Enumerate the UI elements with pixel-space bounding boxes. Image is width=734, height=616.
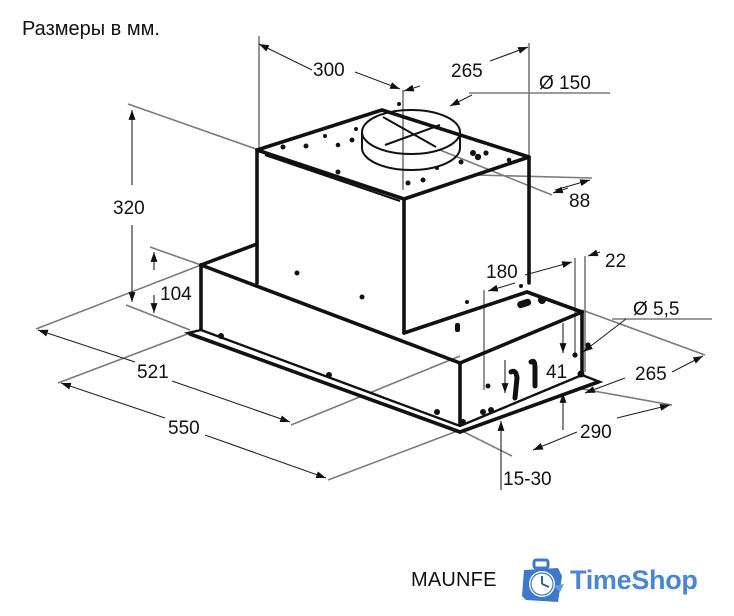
dim-outer-depth: 290 [580,422,612,443]
dim-duct-offset: 88 [569,191,590,212]
dim-inner-width: 521 [137,362,169,383]
dim-outer-width: 550 [168,418,200,439]
page-title: Размеры в мм. [22,18,160,40]
dim-edge-offset: 22 [605,251,626,272]
dim-total-height: 320 [113,198,145,219]
dim-duct-diameter: Ø 150 [539,73,591,94]
dim-top-depth: 265 [451,61,483,82]
shop-name: TimeShop [570,564,698,595]
dim-inner-depth: 265 [635,364,667,385]
dim-hole-height: 41 [546,362,567,383]
dim-panel-range: 15-30 [503,469,552,490]
dim-top-width: 300 [313,60,345,81]
dim-hole-diameter: Ø 5,5 [633,299,679,320]
clock-bag-icon [522,558,564,602]
hood-upper-box [255,102,531,335]
dimension-labels: 300 265 Ø 150 88 320 104 521 550 180 22 … [113,60,679,490]
hood-lower-box [183,242,604,434]
dim-hole-spacing: 180 [486,262,518,283]
shop-logo: TimeShop [518,556,698,604]
dim-base-height: 104 [160,284,192,305]
brand-name: MAUNFE [411,569,497,591]
dimension-lines [37,43,704,490]
